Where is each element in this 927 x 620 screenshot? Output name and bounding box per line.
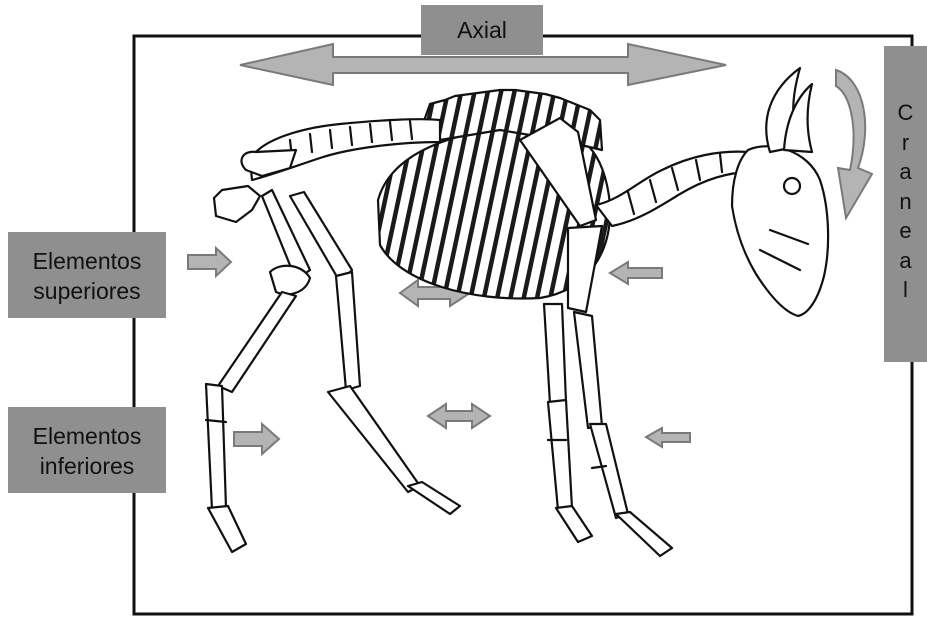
- goat-skeleton: [206, 68, 828, 556]
- elementos-superiores-line2: superiores: [33, 278, 140, 304]
- axial-label-text: Axial: [457, 15, 507, 45]
- elementos-superiores-text: Elementos superiores: [33, 246, 142, 306]
- skull: [732, 146, 828, 316]
- craneal-letter: e: [899, 216, 911, 246]
- hind-cannon: [206, 384, 226, 510]
- craneal-letter: a: [899, 157, 911, 187]
- craneal-letter: a: [899, 246, 911, 276]
- craneal-letter: r: [902, 128, 909, 158]
- arrow-superior-left: [610, 262, 662, 284]
- arrow-inferior-right: [234, 424, 279, 454]
- elementos-inferiores-label: Elementos inferiores: [8, 407, 166, 493]
- craneal-curved-arrow: [836, 70, 872, 218]
- hind-cannon-2: [328, 386, 420, 492]
- fore-radius: [544, 304, 566, 404]
- arrow-superior-right: [188, 248, 231, 276]
- fore-humerus: [568, 226, 602, 312]
- fore-radius-2: [574, 312, 602, 428]
- arrow-inferior-left: [646, 428, 690, 447]
- arrow-inferior-double: [428, 404, 490, 428]
- elementos-inferiores-text: Elementos inferiores: [33, 421, 142, 481]
- elementos-superiores-label: Elementos superiores: [8, 232, 166, 318]
- craneal-letter: C: [898, 98, 914, 128]
- pelvis: [241, 150, 296, 176]
- hind-tibia: [218, 292, 296, 392]
- elementos-superiores-line1: Elementos: [33, 248, 142, 274]
- neck-vertebrae: [596, 152, 752, 226]
- craneal-letter: l: [903, 275, 908, 305]
- craneal-letter: n: [899, 187, 911, 217]
- axial-label: Axial: [421, 5, 543, 55]
- elementos-inferiores-line2: inferiores: [40, 453, 135, 479]
- elementos-inferiores-line1: Elementos: [33, 423, 142, 449]
